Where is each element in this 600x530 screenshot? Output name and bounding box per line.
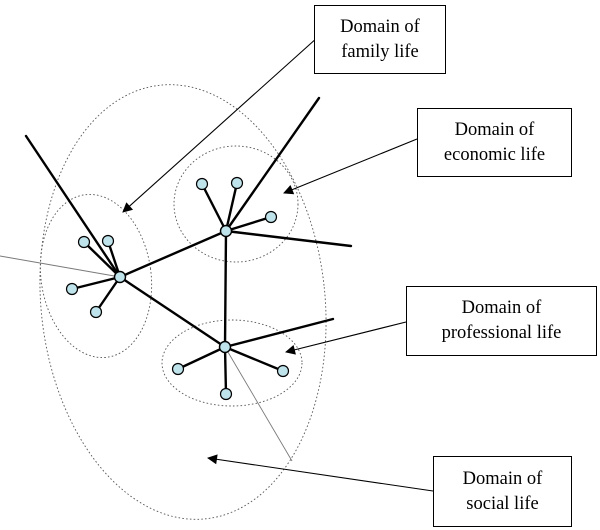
node — [195, 177, 209, 191]
spoke — [200, 182, 228, 233]
node — [219, 387, 233, 401]
label-line: Domain of — [454, 119, 535, 140]
node — [101, 234, 115, 248]
professional-life-domain — [161, 319, 303, 407]
social-life-pointer — [207, 454, 434, 492]
economic-life-label: Domain of economic life — [417, 108, 572, 177]
family-life-pointer — [122, 36, 319, 213]
professional-life-pointer — [285, 321, 407, 355]
economic-life-pointer — [283, 138, 418, 195]
spoke — [176, 345, 227, 371]
spoke — [224, 215, 273, 233]
label-line: Domain of — [462, 468, 543, 489]
social-life-domain — [39, 84, 327, 520]
link-family-outward — [24, 134, 122, 279]
hub-node-professional — [218, 340, 232, 354]
link-economic-outward-right — [224, 229, 353, 248]
node — [77, 235, 91, 249]
label-line: professional life — [441, 323, 562, 343]
link-family-economic — [118, 229, 228, 279]
label-line: social life — [466, 493, 539, 514]
hub-node-economic — [219, 224, 233, 238]
link-economic-professional — [223, 229, 228, 349]
node — [171, 362, 185, 376]
node — [230, 176, 244, 190]
node — [65, 282, 79, 296]
external-link — [0, 255, 121, 278]
label-line: economic life — [443, 144, 546, 165]
external-link — [224, 346, 293, 462]
spoke — [70, 275, 122, 291]
family-life-domain — [39, 193, 153, 359]
family-life-label: Domain of family life — [314, 5, 446, 74]
social-life-label: Domain of social life — [433, 456, 572, 527]
label-line: Domain of — [340, 16, 420, 37]
label-line: Domain of — [461, 298, 542, 318]
spoke — [94, 275, 122, 314]
node — [276, 364, 290, 378]
spoke — [106, 239, 122, 279]
node — [89, 305, 103, 319]
spoke — [223, 345, 285, 373]
spoke — [223, 345, 228, 396]
spoke — [82, 240, 122, 279]
link-economic-outward — [224, 96, 321, 233]
hub-node-family — [113, 270, 127, 284]
economic-life-domain — [173, 145, 299, 263]
spoke — [224, 181, 239, 233]
node — [264, 210, 278, 224]
professional-life-label: Domain of professional life — [406, 286, 597, 356]
link-family-professional — [118, 275, 227, 349]
link-professional-outward — [223, 317, 335, 349]
label-line: family life — [341, 41, 419, 62]
